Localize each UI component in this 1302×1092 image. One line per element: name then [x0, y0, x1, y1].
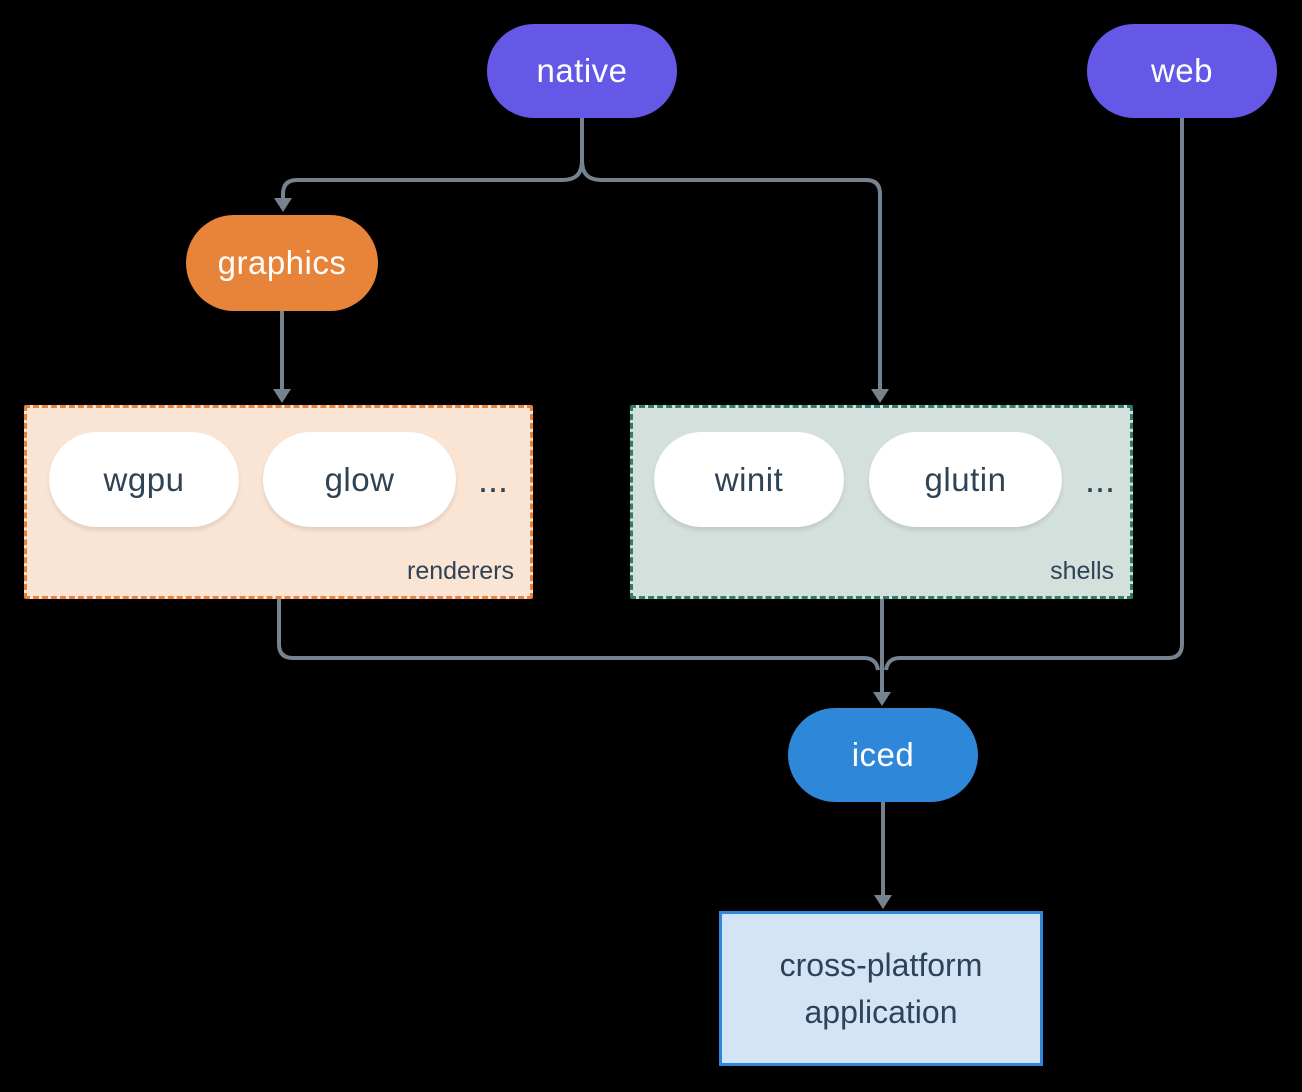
node-iced-label: iced: [851, 736, 915, 773]
arrowhead-renderers: [273, 389, 291, 403]
node-application-label-line2: application: [804, 993, 958, 1030]
node-glutin-label: glutin: [924, 460, 1007, 498]
edge-native-shells: [580, 159, 882, 389]
renderers-ellipsis: ...: [477, 458, 508, 500]
arrowhead-graphics: [274, 198, 292, 212]
arrowhead-shells: [871, 389, 889, 403]
group-renderers: wgpu glow ... renderers: [24, 405, 533, 599]
node-iced: iced: [788, 708, 978, 802]
node-winit-label: winit: [714, 460, 784, 498]
node-application-label-line1: cross-platform: [779, 946, 983, 983]
node-glutin: glutin: [869, 432, 1062, 527]
shells-ellipsis: ...: [1084, 458, 1115, 500]
group-shells: winit glutin ... shells: [630, 405, 1133, 599]
node-wgpu: wgpu: [49, 432, 239, 527]
group-shells-label: shells: [1050, 557, 1114, 585]
node-wgpu-label: wgpu: [103, 460, 185, 498]
group-renderers-label: renderers: [407, 557, 514, 585]
node-application: cross-platform application: [719, 911, 1043, 1066]
node-graphics-label: graphics: [217, 244, 347, 281]
node-web: web: [1087, 24, 1277, 118]
node-native: native: [487, 24, 677, 118]
node-graphics: graphics: [186, 215, 378, 311]
arrowhead-application: [874, 895, 892, 909]
arrowhead-iced: [873, 692, 891, 706]
node-glow: glow: [263, 432, 456, 527]
node-glow-label: glow: [324, 460, 395, 498]
edge-renderers-iced: [277, 596, 880, 671]
node-native-label: native: [536, 52, 628, 89]
edge-native-graphics: [281, 118, 584, 198]
node-winit: winit: [654, 432, 844, 527]
node-web-label: web: [1150, 52, 1214, 89]
edge-web-iced: [884, 118, 1184, 671]
